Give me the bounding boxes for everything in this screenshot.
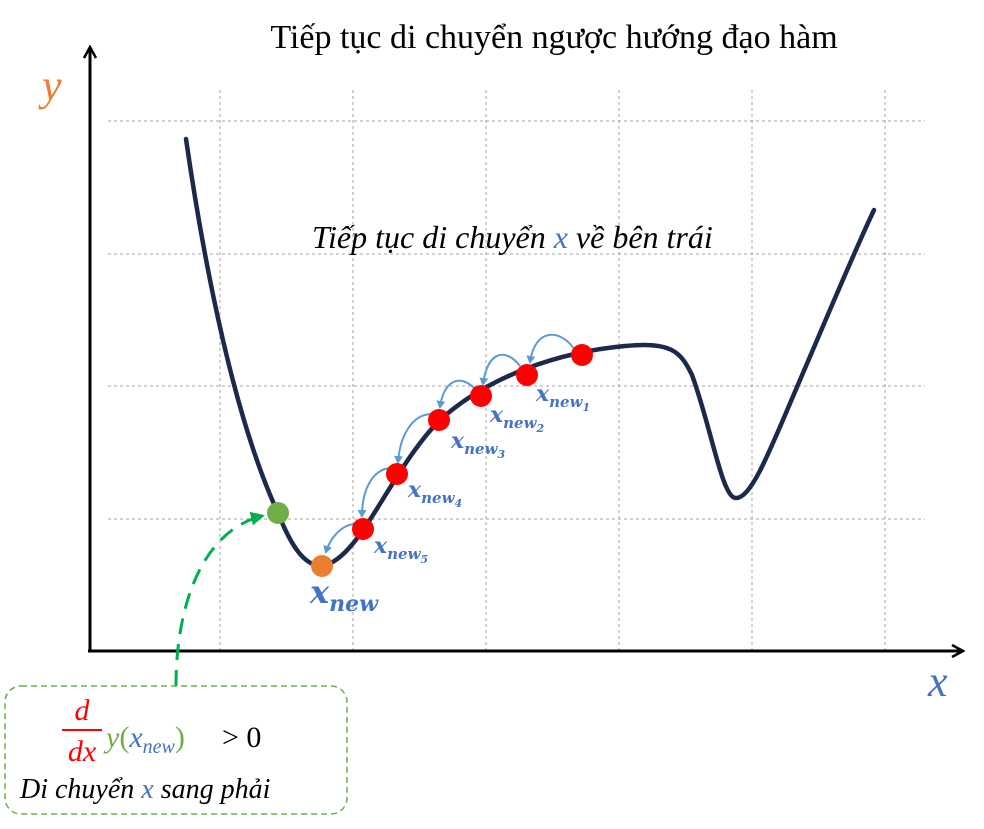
step-point-5 <box>386 463 408 485</box>
derivative-expression: d dx y(xnew) > 0 <box>62 694 261 768</box>
step-label-3: xnew3 <box>450 428 506 461</box>
fraction-denominator: dx <box>68 735 97 768</box>
step-arrow-4 <box>393 413 433 464</box>
step-label-1: xnew1 <box>535 381 590 414</box>
y-axis-label: y <box>38 61 62 110</box>
x-axis-label: x <box>927 657 948 706</box>
step-label-5: xnew5 <box>373 533 428 566</box>
step-arrow-3 <box>436 379 475 409</box>
derivative-relation: > 0 <box>222 721 261 754</box>
derivative-function: y(xnew) <box>103 721 185 758</box>
step-label-2: xnew2 <box>489 402 545 435</box>
new-point-label: xnew <box>309 573 379 617</box>
step-label-4: xnew4 <box>407 477 462 510</box>
direction-annotation: Tiếp tục di chuyển x về bên trái <box>312 219 713 255</box>
new-point <box>311 555 333 577</box>
grid <box>108 90 925 650</box>
step-point-3 <box>470 385 492 407</box>
callout-arrow <box>174 511 265 687</box>
step-arrow-1 <box>526 333 576 364</box>
step-point-2 <box>516 364 538 386</box>
step-point-4 <box>428 409 450 431</box>
fraction-numerator: d <box>75 694 91 727</box>
step-arrow-6 <box>323 523 357 554</box>
step-point-1 <box>571 344 593 366</box>
derivative-callout-box <box>4 685 348 815</box>
step-arrow-2 <box>479 353 521 386</box>
diagram-title: Tiếp tục di chuyển ngược hướng đạo hàm <box>270 19 837 56</box>
step-point-6 <box>352 518 374 540</box>
step-arrow-5 <box>357 467 391 518</box>
function-curve <box>183 136 877 569</box>
callout-caption: Di chuyển x sang phải <box>19 774 270 805</box>
start-point <box>267 502 289 524</box>
step-arrows <box>323 333 576 554</box>
